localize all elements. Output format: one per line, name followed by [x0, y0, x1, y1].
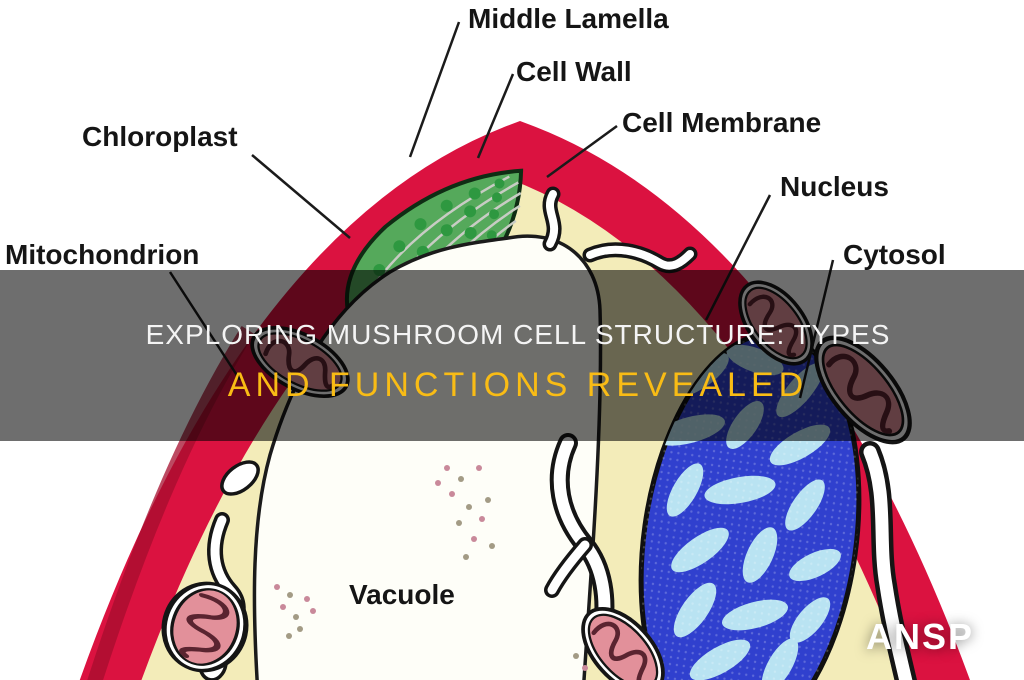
middle-lamella-leader-line — [408, 21, 461, 158]
cell-wall-label: Cell Wall — [516, 56, 632, 87]
cell-membrane-leader-line — [546, 124, 618, 179]
cell-wall-leader-line — [476, 73, 515, 159]
cytosol-label: Cytosol — [843, 239, 946, 270]
er-channels-nucleus — [544, 433, 917, 680]
nucleus-label: Nucleus — [780, 171, 889, 202]
middle-lamella-label: Middle Lamella — [468, 3, 669, 34]
vacuole-granules — [274, 465, 588, 671]
chloroplast-label: Chloroplast — [82, 121, 238, 152]
banner-title-line1: EXPLORING MUSHROOM CELL STRUCTURE: TYPES — [146, 319, 891, 350]
cell-membrane-label: Cell Membrane — [622, 107, 821, 138]
watermark-text: ANSP — [866, 616, 974, 657]
title-overlay-band — [0, 270, 1024, 441]
vacuole-label: Vacuole — [349, 579, 455, 610]
chloroplast-leader-line — [251, 154, 351, 239]
mitochondrion-label: Mitochondrion — [5, 239, 199, 270]
banner-title-line2: AND FUNCTIONS REVEALED — [228, 366, 808, 404]
